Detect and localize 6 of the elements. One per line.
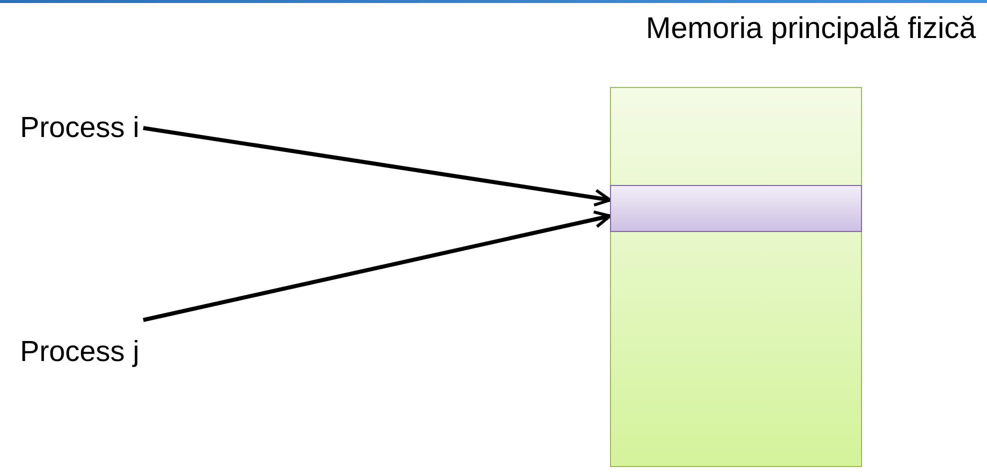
memory-segment (610, 185, 862, 232)
arrow (142, 126, 612, 207)
process-label: Process j (20, 335, 140, 370)
memory-heading: Memoria principală fizică (646, 12, 976, 46)
arrow (142, 210, 612, 322)
process-label: Process i (20, 111, 140, 146)
